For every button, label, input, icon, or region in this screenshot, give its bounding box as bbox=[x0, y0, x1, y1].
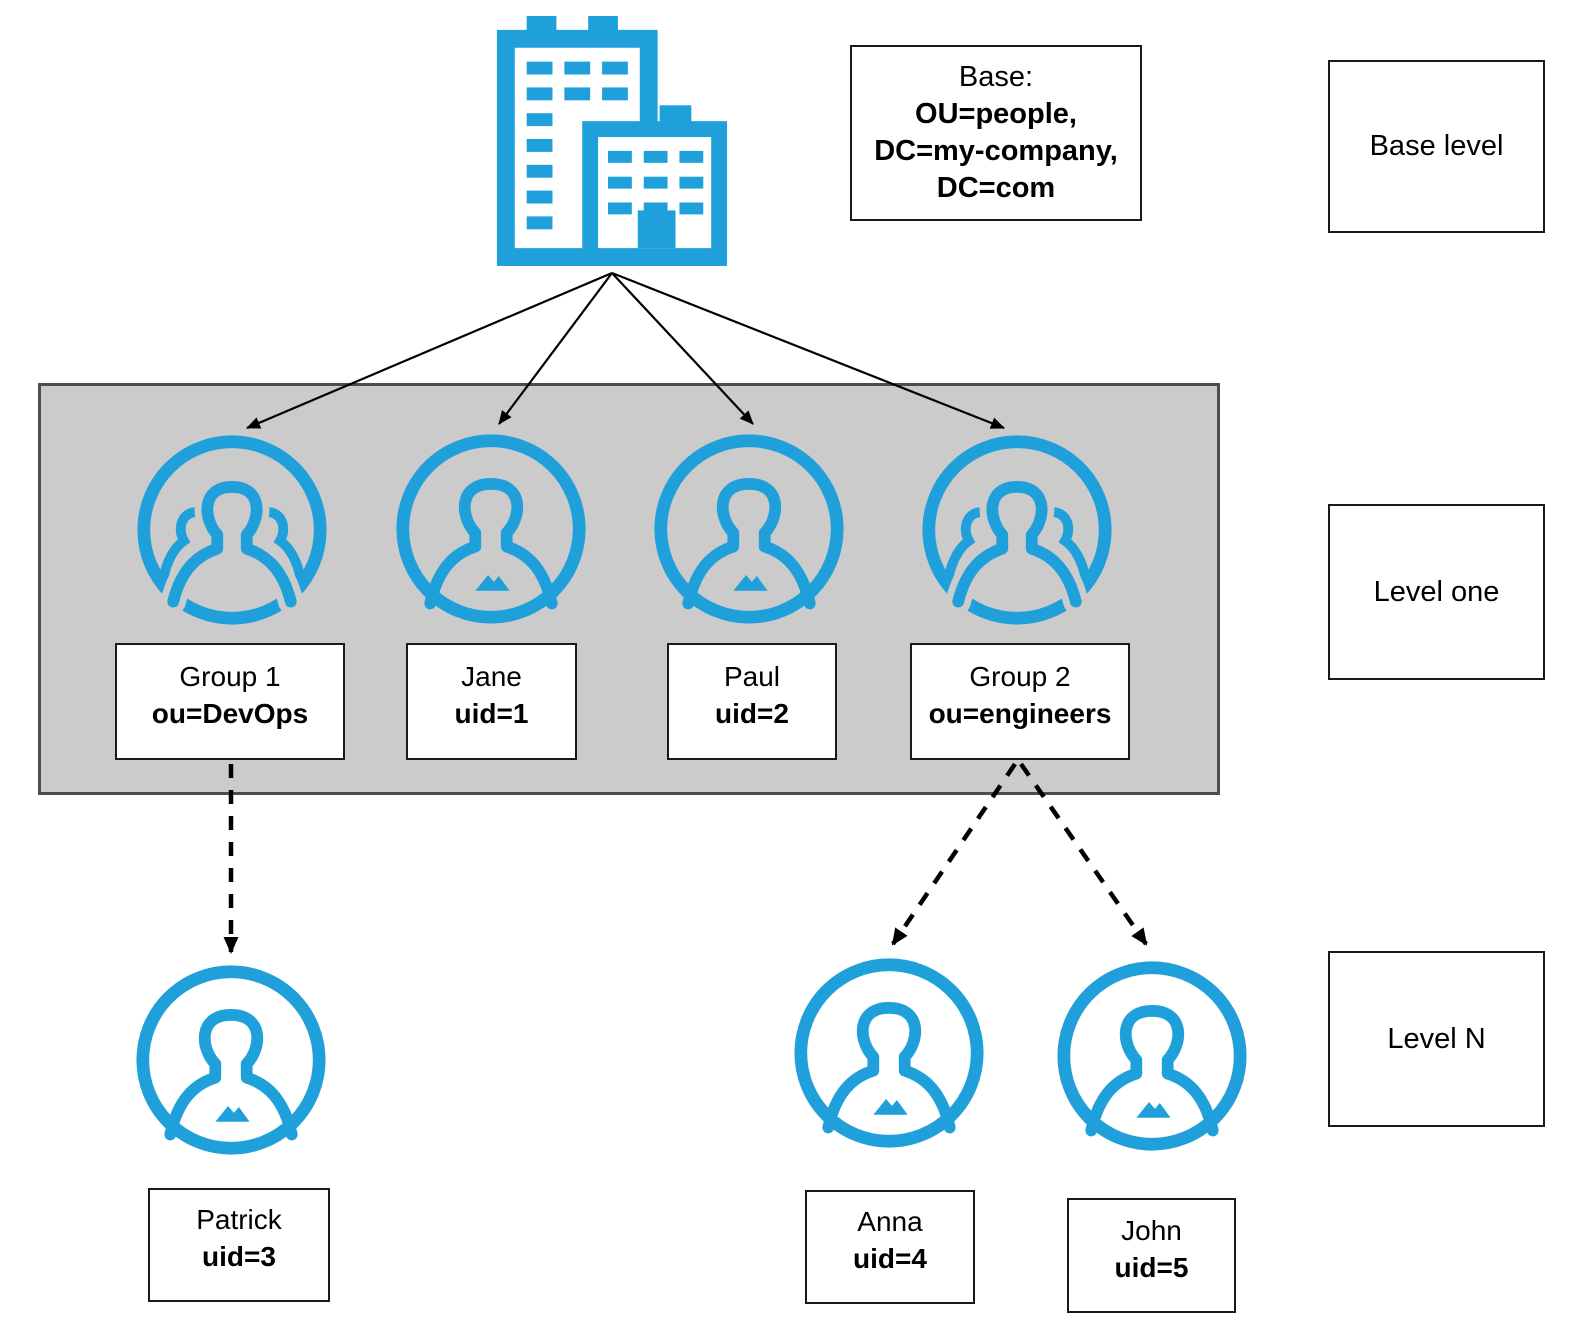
organization-building-icon bbox=[496, 16, 728, 266]
level-caption-one: Level one bbox=[1328, 504, 1545, 680]
user-icon bbox=[393, 431, 589, 627]
node-label-patrick: Patrick uid=3 bbox=[148, 1188, 330, 1302]
node-attr: ou=engineers bbox=[928, 697, 1112, 729]
node-attr: uid=3 bbox=[202, 1241, 276, 1272]
level-caption-one-text: Level one bbox=[1373, 575, 1500, 608]
user-icon bbox=[651, 431, 847, 627]
node-attr: uid=2 bbox=[715, 697, 789, 729]
base-dn-line: DC=my-company, bbox=[874, 135, 1118, 167]
node-label-paul: Paul uid=2 bbox=[667, 643, 837, 760]
node-name: Anna bbox=[857, 1206, 923, 1237]
user-icon bbox=[791, 955, 987, 1151]
user-icon bbox=[133, 962, 329, 1158]
node-label-john: John uid=5 bbox=[1067, 1198, 1236, 1313]
level-caption-base-text: Base level bbox=[1369, 130, 1504, 162]
node-label-group1: Group 1 ou=DevOps bbox=[115, 643, 345, 760]
base-dn-title: Base: bbox=[958, 61, 1034, 93]
node-attr: uid=4 bbox=[853, 1243, 927, 1274]
level-caption-base: Base level bbox=[1328, 60, 1545, 233]
node-label-anna: Anna uid=4 bbox=[805, 1190, 975, 1304]
base-dn-label: Base: OU=people, DC=my-company, DC=com bbox=[850, 45, 1142, 221]
base-dn-line: DC=com bbox=[936, 172, 1056, 204]
user-icon bbox=[1054, 958, 1250, 1154]
base-dn-line: OU=people, bbox=[915, 98, 1077, 130]
node-name: Jane bbox=[461, 660, 522, 692]
group-users-icon bbox=[134, 432, 330, 628]
node-name: Paul bbox=[723, 660, 781, 692]
group-users-icon bbox=[919, 432, 1115, 628]
node-name: Group 1 bbox=[179, 660, 281, 692]
node-attr: uid=5 bbox=[1114, 1251, 1189, 1283]
level-caption-n: Level N bbox=[1328, 951, 1545, 1127]
node-label-jane: Jane uid=1 bbox=[406, 643, 577, 760]
node-name: John bbox=[1121, 1214, 1182, 1246]
node-attr: uid=1 bbox=[454, 697, 529, 729]
level-caption-n-text: Level N bbox=[1387, 1022, 1486, 1055]
node-name: Patrick bbox=[196, 1204, 282, 1235]
node-attr: ou=DevOps bbox=[151, 697, 309, 729]
node-name: Group 2 bbox=[969, 660, 1071, 692]
node-label-group2: Group 2 ou=engineers bbox=[910, 643, 1130, 760]
